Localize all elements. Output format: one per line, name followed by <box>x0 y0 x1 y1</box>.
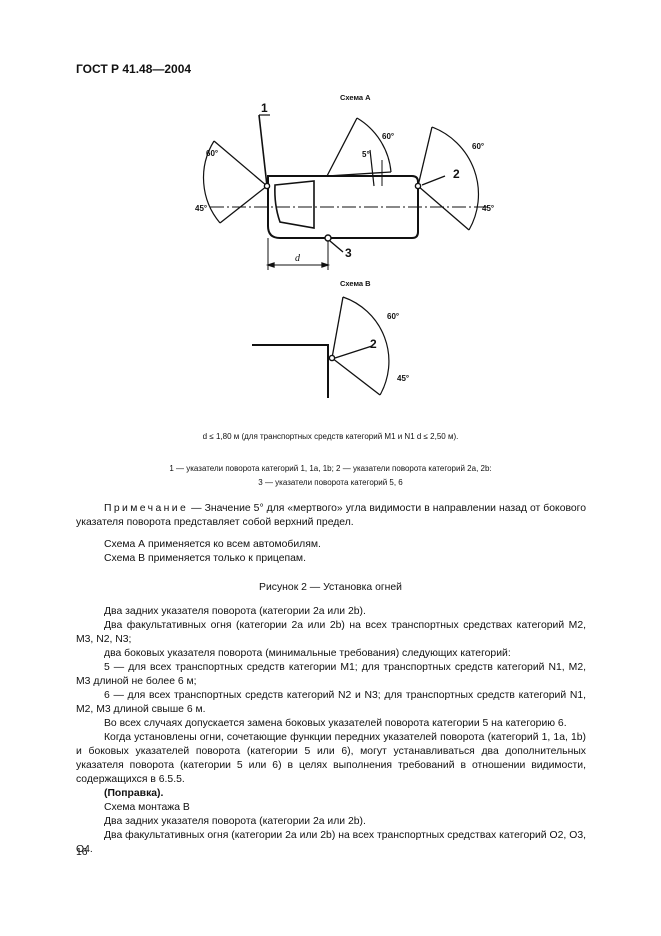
vehicle-windscreen <box>274 180 315 229</box>
angle-label: 60° <box>206 149 218 158</box>
paragraph: Два задних указателя поворота (категории… <box>104 606 366 617</box>
vehicle-outline <box>267 175 419 239</box>
note-text: — Значение 5° для «мертвого» угла видимо… <box>76 503 586 528</box>
page-number: 16 <box>76 847 88 858</box>
document-header: ГОСТ Р 41.48—2004 <box>76 62 192 76</box>
paragraph: 6 — для всех транспортных средств катего… <box>76 690 586 715</box>
figure-legend-line: 3 — указатели поворота категорий 5, 6 <box>258 478 403 487</box>
angle-label: 45° <box>482 204 494 213</box>
figure-legend-line: 1 — указатели поворота категорий 1, 1a, … <box>169 464 492 473</box>
angle-label: 45° <box>195 204 207 213</box>
angle-label: 45° <box>397 374 409 383</box>
scheme-line: Схема А применяется ко всем автомобилям. <box>104 539 321 550</box>
paragraph: Два задних указателя поворота (категории… <box>104 816 366 827</box>
dimension-label: d <box>295 253 301 264</box>
angle-label: 60° <box>382 132 394 141</box>
trailer-outline <box>252 344 329 398</box>
correction-label: (Поправка). <box>104 788 164 799</box>
note-label: Примечание <box>104 503 189 514</box>
paragraph: Два факультативных огня (категории 2a ил… <box>76 620 586 645</box>
paragraph: Во всех случаях допускается замена боков… <box>104 718 567 729</box>
callout-number: 1 <box>261 101 268 115</box>
scheme-line: Схема В применяется только к прицепам. <box>104 553 306 564</box>
body-text: Два задних указателя поворота (категории… <box>76 605 586 857</box>
scheme-a-label: Схема А <box>340 93 371 102</box>
angle-label: 60° <box>387 312 399 321</box>
angle-label: 60° <box>472 142 484 151</box>
dimension-note: d ≤ 1,80 м (для транспортных средств кат… <box>202 432 459 441</box>
angle-label: 5° <box>362 150 370 159</box>
figure-caption: Рисунок 2 — Установка огней <box>259 582 402 593</box>
callout-number: 3 <box>345 246 352 260</box>
figure-2-diagram: Схема А Схема В 60° 45° 60° 5° 60° 45° 6… <box>195 93 494 398</box>
callout-number: 2 <box>370 337 377 351</box>
paragraph: два боковых указателя поворота (минималь… <box>104 648 511 659</box>
paragraph: Схема монтажа В <box>104 802 190 813</box>
paragraph: Когда установлены огни, сочетающие функц… <box>76 732 586 785</box>
scheme-b-label: Схема В <box>340 279 371 288</box>
callout-number: 2 <box>453 167 460 181</box>
note-paragraph: Примечание — Значение 5° для «мертвого» … <box>76 502 586 530</box>
paragraph: 5 — для всех транспортных средств катего… <box>76 662 586 687</box>
paragraph: Два факультативных огня (категории 2a ил… <box>76 830 586 855</box>
